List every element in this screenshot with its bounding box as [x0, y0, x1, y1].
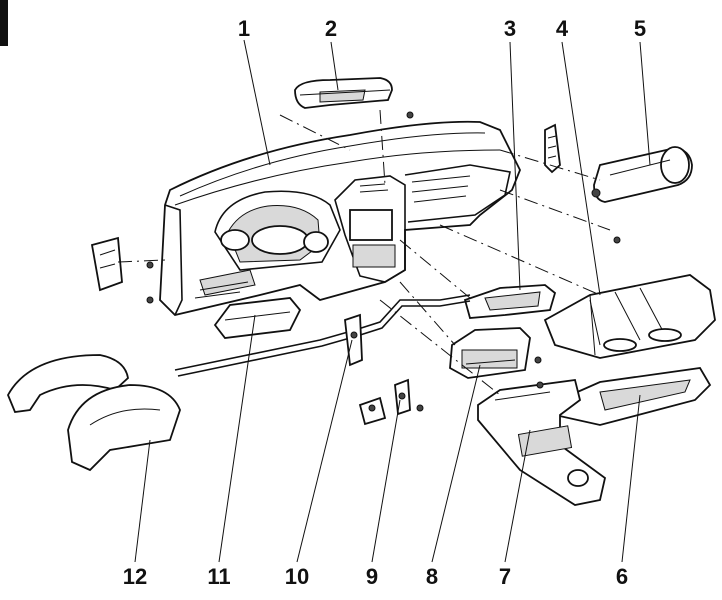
left-end-cap	[90, 236, 123, 292]
part-1-dashboard-panel	[159, 120, 521, 316]
part-5-airbag-module	[591, 146, 693, 203]
assembly-lines	[117, 109, 611, 396]
screw-set	[146, 111, 621, 412]
part-12-cluster-hood	[7, 354, 181, 472]
part-4-glove-box	[543, 274, 716, 359]
callout-6: 6	[616, 564, 628, 589]
part-7-center-console	[477, 379, 607, 506]
part-9-bracket-set	[358, 378, 411, 426]
part-8-storage-drawer	[449, 327, 531, 379]
callout-10: 10	[285, 564, 309, 589]
callout-5: 5	[634, 16, 646, 41]
scan-edge-mark	[0, 0, 8, 46]
callout-12: 12	[123, 564, 147, 589]
part-2-top-cover	[294, 77, 393, 109]
callout-1: 1	[238, 16, 250, 41]
callout-3: 3	[504, 16, 516, 41]
callout-9: 9	[366, 564, 378, 589]
callout-8: 8	[426, 564, 438, 589]
callout-7: 7	[499, 564, 511, 589]
callout-2: 2	[325, 16, 337, 41]
part-10-support-beam	[174, 294, 471, 377]
part-11-lower-trim	[213, 297, 302, 339]
callout-11: 11	[207, 564, 230, 589]
callout-4: 4	[556, 16, 569, 41]
side-vent-bracket	[544, 123, 561, 174]
leader-lines	[134, 39, 651, 563]
part-3-trim-strip	[463, 284, 557, 319]
part-6-lower-tray	[546, 367, 712, 426]
